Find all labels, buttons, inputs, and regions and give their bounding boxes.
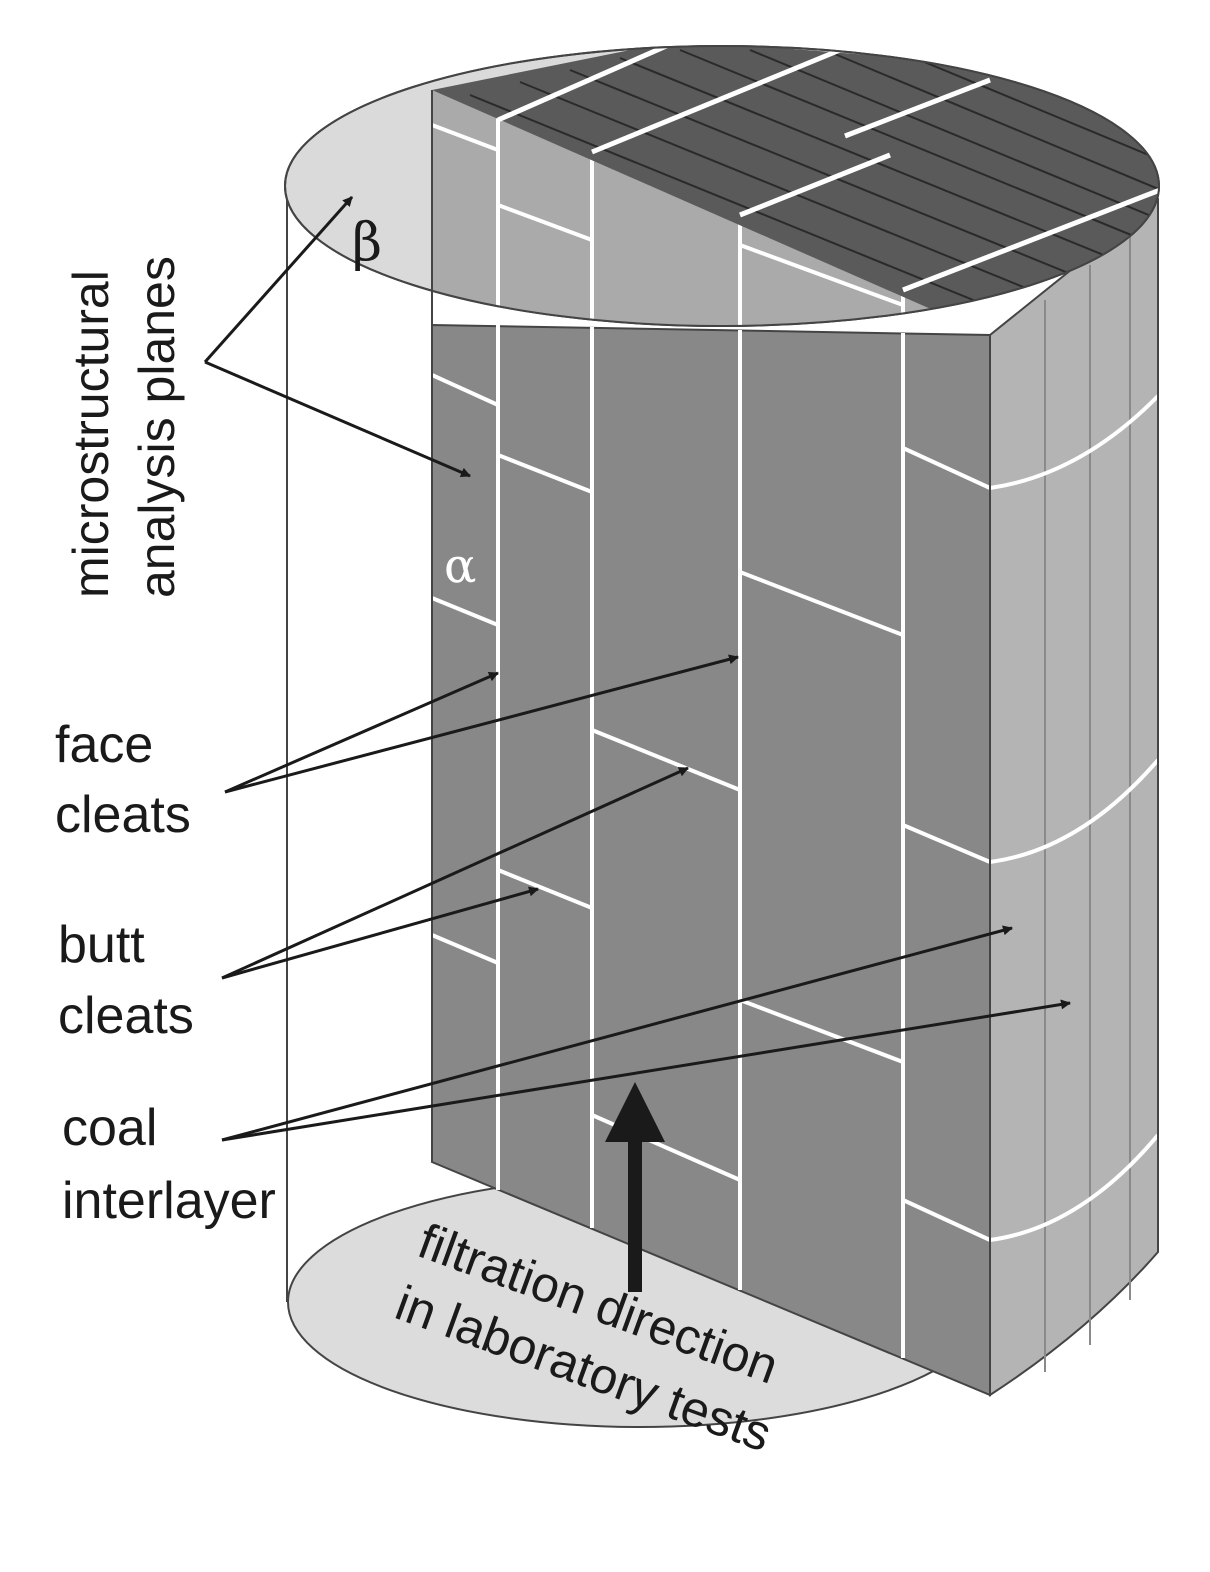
alpha-symbol: α (444, 538, 476, 594)
filtration-arrow (605, 1082, 665, 1292)
top-surface-cleats (496, 46, 1159, 293)
face-cleats-label-line1: face (55, 716, 153, 774)
planes-label-line1: microstructural (63, 270, 119, 598)
planes-label: microstructural analysis planes (63, 256, 185, 598)
cylinder-side-surface (989, 197, 1159, 1397)
butt-cleats-label-line2: cleats (58, 987, 194, 1045)
coal-interlayer-label-line1: coal (62, 1099, 157, 1157)
face-cleats-label-line2: cleats (55, 786, 191, 844)
face-cleat-lines (496, 325, 905, 1358)
cylinder-side-strata (1044, 230, 1131, 1372)
butt-cleats-label-line1: butt (58, 916, 145, 974)
beta-symbol: β (352, 213, 382, 273)
pointer-arrows (203, 196, 1071, 1142)
planes-label-line2: analysis planes (129, 256, 185, 598)
coal-interlayer-label-line2: interlayer (62, 1172, 276, 1230)
cylinder-side-cleats (989, 394, 1160, 1242)
